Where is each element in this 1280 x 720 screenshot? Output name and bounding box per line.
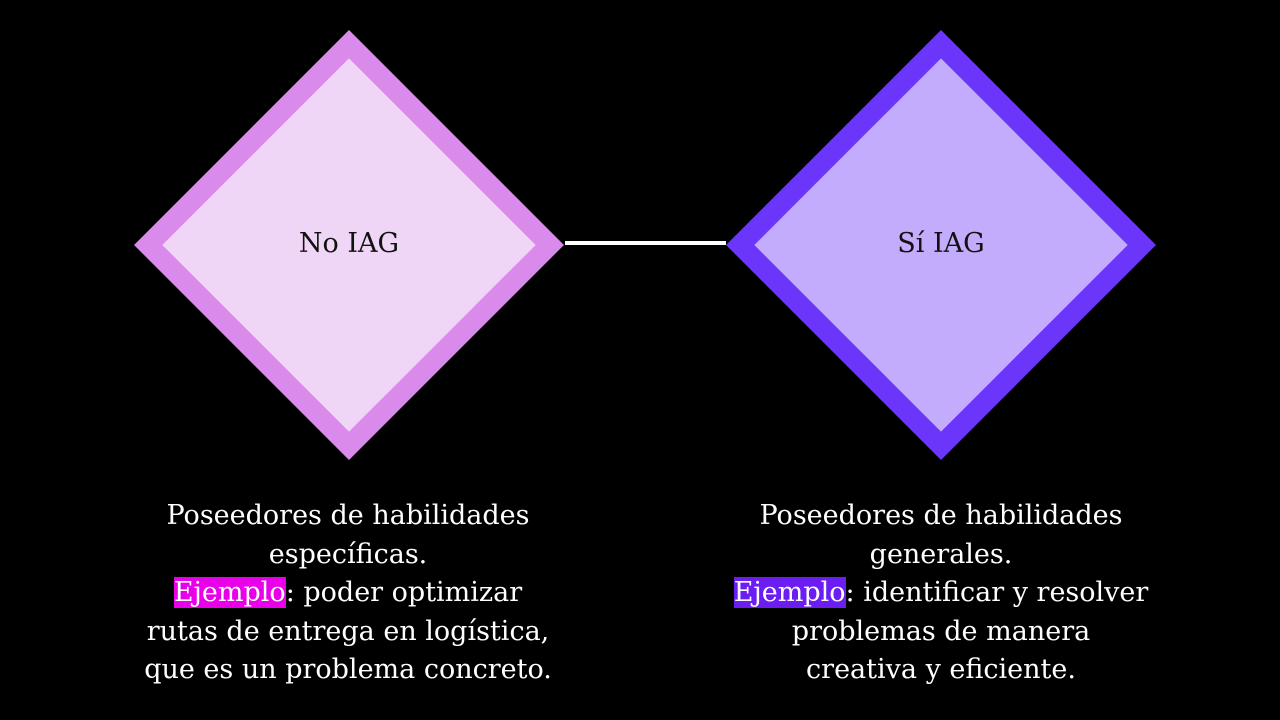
no-iag-desc-line-5: que es un problema concreto. [144, 654, 552, 685]
si-iag-label: Sí IAG [897, 228, 985, 259]
no-iag-label: No IAG [298, 228, 400, 259]
si-iag-desc-line-4: problemas de manera [791, 615, 1091, 647]
si-iag-desc-line-2: generales. [869, 538, 1013, 570]
si-iag-desc-line-1: Poseedores de habilidades [759, 500, 1123, 531]
no-iag-description: Poseedores de habilidades específicas. E… [118, 497, 578, 690]
si-iag-desc-line-5: creativa y eficiente. [806, 654, 1076, 685]
connector-line [565, 241, 726, 245]
no-iag-desc-line-3: Ejemplo: poder optimizar [118, 574, 578, 613]
si-iag-description: Poseedores de habilidades generales. Eje… [711, 497, 1171, 690]
si-iag-desc-line-3: Ejemplo: identificar y resolver [711, 574, 1171, 613]
si-iag-example-highlight: Ejemplo [733, 577, 846, 608]
si-iag-example-text: : identificar y resolver [845, 577, 1149, 608]
no-iag-desc-line-1: Poseedores de habilidades [166, 500, 530, 531]
no-iag-example-highlight: Ejemplo [173, 577, 286, 608]
no-iag-example-text: : poder optimizar [285, 577, 523, 608]
no-iag-desc-line-2: específicas. [268, 538, 428, 570]
no-iag-desc-line-4: rutas de entrega en logística, [146, 615, 550, 647]
